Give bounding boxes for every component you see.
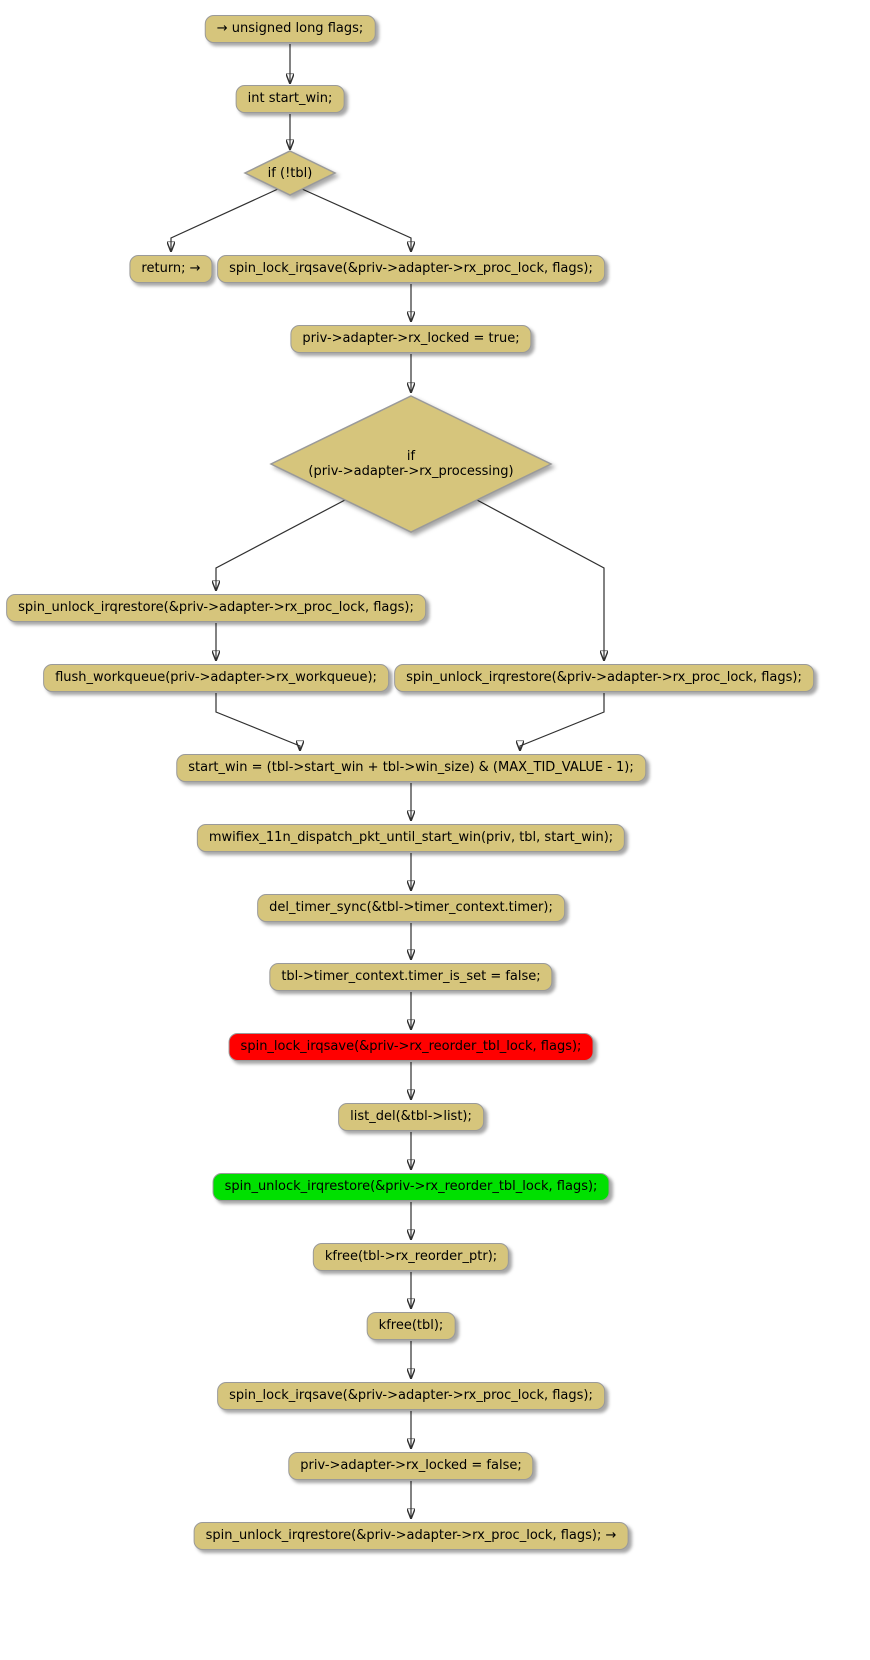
node-rx-locked-true: priv->adapter->rx_locked = true; (290, 325, 532, 353)
node-flush-workqueue: flush_workqueue(priv->adapter->rx_workqu… (43, 664, 389, 692)
decision-label: if (!tbl) (267, 165, 313, 181)
node-unsigned-long-flags: → unsigned long flags; (204, 15, 376, 43)
node-spin-unlock-irqrestore-right: spin_unlock_irqrestore(&priv->adapter->r… (394, 664, 814, 692)
node-timer-is-set-false: tbl->timer_context.timer_is_set = false; (269, 963, 553, 991)
node-int-start-win: int start_win; (235, 85, 345, 113)
decision-if-not-tbl: if (!tbl) (243, 150, 337, 196)
node-spin-lock-irqsave-rx-proc-lock: spin_lock_irqsave(&priv->adapter->rx_pro… (217, 255, 605, 283)
node-spin-unlock-irqrestore-left: spin_unlock_irqrestore(&priv->adapter->r… (6, 594, 426, 622)
node-list-del: list_del(&tbl->list); (338, 1103, 484, 1131)
node-spin-unlock-reorder-tbl-lock: spin_unlock_irqrestore(&priv->rx_reorder… (212, 1173, 610, 1201)
decision-label: if (priv->adapter->rx_processing) (308, 449, 514, 479)
node-kfree-tbl: kfree(tbl); (366, 1312, 456, 1340)
node-del-timer-sync: del_timer_sync(&tbl->timer_context.timer… (257, 894, 565, 922)
node-kfree-rx-reorder-ptr: kfree(tbl->rx_reorder_ptr); (312, 1243, 510, 1271)
node-dispatch-pkt-until-start-win: mwifiex_11n_dispatch_pkt_until_start_win… (196, 824, 626, 852)
node-spin-unlock-irqrestore-exit: spin_unlock_irqrestore(&priv->adapter->r… (193, 1522, 629, 1550)
node-spin-lock-reorder-tbl-lock: spin_lock_irqsave(&priv->rx_reorder_tbl_… (228, 1033, 594, 1061)
node-spin-lock-irqsave-rx-proc-lock-2: spin_lock_irqsave(&priv->adapter->rx_pro… (217, 1382, 605, 1410)
node-return: return; → (129, 255, 213, 283)
decision-rx-processing: if (priv->adapter->rx_processing) (269, 395, 553, 533)
node-rx-locked-false: priv->adapter->rx_locked = false; (288, 1452, 534, 1480)
node-start-win-calc: start_win = (tbl->start_win + tbl->win_s… (176, 754, 646, 782)
